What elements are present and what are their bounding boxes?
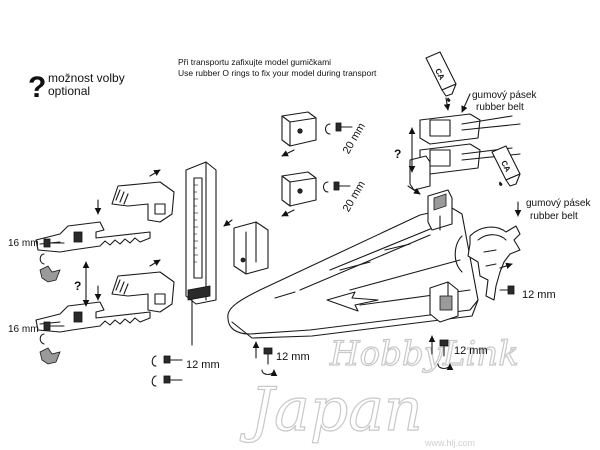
rubber-belt-1: gumový pásek rubber belt: [461, 90, 537, 113]
ca-bottle-mid-icon: CA: [491, 145, 521, 187]
screw-16b-label: 16 mm: [8, 324, 39, 335]
screw-12a-label: 12 mm: [186, 359, 220, 371]
screw-16a: 16 mm: [8, 238, 65, 249]
pad-top: [281, 111, 317, 147]
ca-bottle-top-icon: CA: [425, 51, 457, 111]
screw-12c-label: 12 mm: [454, 345, 488, 357]
wing-nut-upper-icon: [39, 253, 61, 283]
question-right: ?: [394, 147, 401, 161]
rubber-en-1: rubber belt: [476, 102, 524, 113]
ruler-upright: [185, 161, 217, 346]
rubber-belt-2: gumový pásek rubber belt: [514, 198, 591, 222]
rubber-cz-1: gumový pásek: [472, 90, 537, 101]
rubber-cz-2: gumový pásek: [526, 198, 591, 209]
wing-nut-lower-icon: [39, 333, 61, 365]
screw-12d-label: 12 mm: [522, 289, 556, 301]
question-left: ?: [74, 279, 81, 293]
screw-16b: 16 mm: [8, 321, 65, 335]
wavy-bracket: [454, 225, 521, 301]
legend-line1: možnost volby: [48, 71, 125, 85]
base-block-right: [429, 281, 459, 323]
instruction-cz: Při transportu zafixujte model gumičkami: [178, 57, 331, 67]
watermark-line1: HobbyLink: [329, 334, 519, 374]
screw-20b: 20 mm: [322, 179, 368, 214]
legend-line2: optional: [48, 84, 90, 98]
spacer-block: [233, 221, 269, 275]
screw-20b-label: 20 mm: [341, 179, 368, 214]
right-jaw-assembly: ?: [394, 113, 521, 231]
screw-12d: 12 mm: [499, 285, 556, 301]
jaw-lower: [35, 301, 151, 333]
legend-question-icon: ?: [28, 71, 46, 104]
watermark-line2: Japan: [239, 375, 423, 445]
watermark-line3: www.hlj.com: [424, 438, 475, 448]
screw-12c: 12 mm: [428, 335, 488, 370]
screw-16a-label: 16 mm: [8, 238, 39, 249]
watermark: HobbyLink Japan www.hlj.com: [238, 333, 519, 448]
clamp-head-lower: [111, 271, 175, 313]
screw-20a-label: 20 mm: [341, 121, 368, 156]
legend: ? možnost volby optional: [28, 71, 125, 104]
instructions: Při transportu zafixujte model gumičkami…: [178, 57, 377, 78]
direction-arrow-icon: [326, 291, 379, 312]
screw-20a: 20 mm: [324, 121, 368, 156]
rubber-en-2: rubber belt: [530, 211, 578, 222]
screw-12b-label: 12 mm: [276, 351, 310, 363]
screw-12b: 12 mm: [252, 341, 310, 376]
clamp-head-upper: [111, 181, 175, 223]
screw-12a: 12 mm: [151, 355, 220, 387]
instruction-en: Use rubber O rings to fix your model dur…: [178, 68, 377, 78]
pad-bottom: [281, 171, 317, 207]
jaw-upper: [35, 221, 151, 253]
